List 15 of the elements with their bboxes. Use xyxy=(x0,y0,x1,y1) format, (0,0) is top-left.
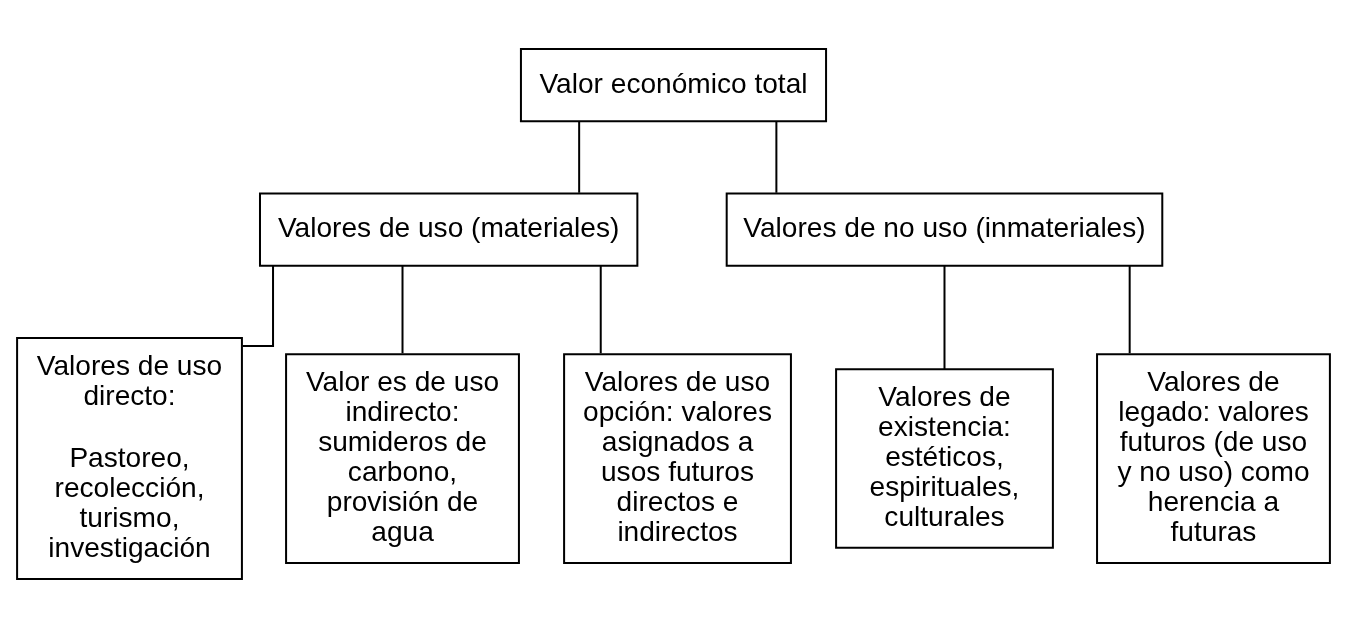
node-box: Valores de legado: valores futuros (de uso y no uso) como herencia a futuras xyxy=(1095,353,1331,564)
connector xyxy=(401,265,403,354)
node-box: Valores de uso directo: Pastoreo, recolección, turismo, investigación xyxy=(15,337,243,580)
connector xyxy=(599,265,602,354)
connector xyxy=(577,121,580,193)
node-box: Valores de uso (materiales) xyxy=(258,192,638,267)
node-box: Valores de uso opción: valores asignados a usos futuros directos e indirectos xyxy=(562,353,792,564)
node-box: Valor es de uso indirecto: sumideros de carbono, provisión de agua xyxy=(284,353,520,564)
connector xyxy=(1128,265,1131,354)
connector xyxy=(774,121,777,193)
connector xyxy=(943,265,945,370)
node-box: Valores de existencia: estéticos, espirituales, culturales xyxy=(834,368,1054,549)
node-box: Valores de no uso (inmateriales) xyxy=(725,192,1163,267)
node-box: Valor económico total xyxy=(519,48,827,123)
connector xyxy=(242,265,274,348)
